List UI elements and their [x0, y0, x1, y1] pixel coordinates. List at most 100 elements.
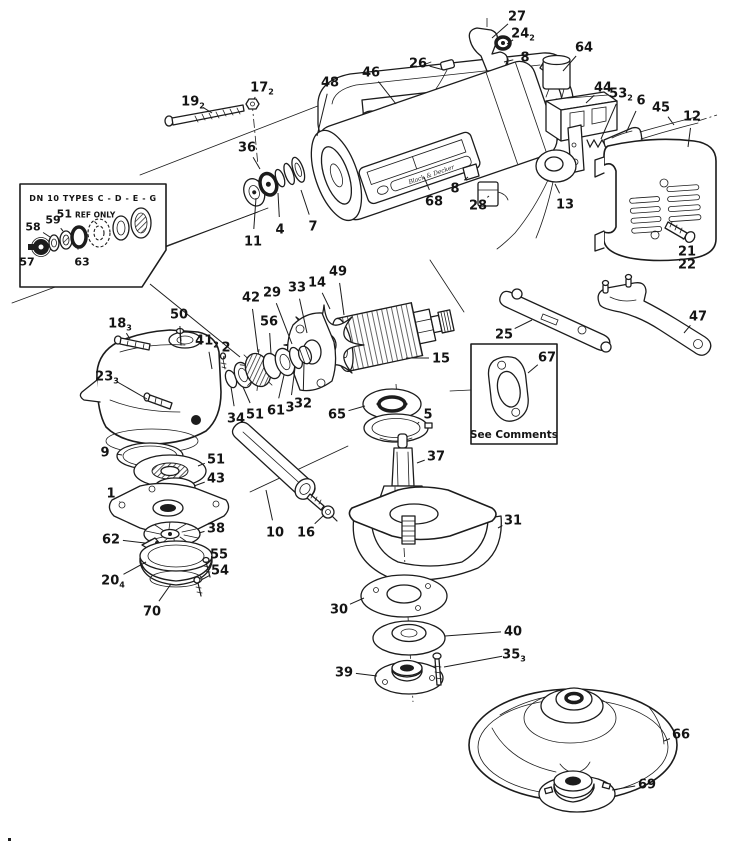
part-number-29: 29	[263, 286, 281, 301]
inset-ring-a	[112, 215, 130, 241]
leader-line-56	[269, 332, 272, 355]
part-number-412: 412	[195, 334, 219, 350]
inset-ring-58	[48, 234, 60, 252]
part-number-56: 56	[260, 315, 278, 330]
part-number-59: 59	[45, 214, 60, 227]
part-number-33: 33	[288, 281, 306, 296]
part-number-15: 15	[432, 352, 450, 367]
part-number-36: 36	[238, 141, 256, 156]
bolt-16	[321, 505, 338, 522]
leader-line-34	[230, 386, 235, 407]
part-number-8: 8	[450, 182, 459, 197]
part-number-6: 6	[636, 94, 645, 109]
part-number-353: 353	[502, 648, 526, 664]
part-number-10: 10	[266, 526, 284, 541]
leader-line-183	[125, 332, 131, 340]
part-number-31: 31	[504, 514, 522, 529]
part-number-28: 28	[469, 199, 487, 214]
leader-line-29	[275, 303, 293, 345]
leader-line-46	[378, 81, 397, 105]
leader-line-48	[316, 93, 328, 137]
leader-line-36	[252, 157, 261, 170]
part-number-55: 55	[210, 548, 228, 563]
cable-45	[639, 116, 697, 133]
part-number-64: 64	[575, 41, 593, 56]
leader-line-67	[527, 364, 539, 374]
leader-line-61	[278, 374, 285, 399]
leader-line-412	[208, 351, 213, 370]
part-number-242: 242	[511, 27, 535, 43]
leader-line-39	[355, 672, 378, 677]
brush-holder-28	[462, 163, 509, 207]
inset-gear-57	[28, 237, 51, 257]
part-number-1: 1	[106, 487, 115, 502]
leader-line-9	[116, 453, 123, 456]
screw-54	[193, 576, 203, 597]
leader-line-5	[416, 421, 420, 425]
leader-line-65	[348, 405, 366, 412]
comments-box: See Comments	[470, 343, 558, 445]
part-number-34: 34	[227, 412, 245, 427]
nut-17	[245, 98, 260, 110]
backing-pad-66	[468, 687, 678, 802]
artifact-dot	[8, 838, 11, 841]
rotor-end-parts	[243, 156, 306, 207]
leader-line-47	[683, 324, 691, 334]
part-number-50: 50	[170, 308, 188, 323]
leader-line-14	[321, 292, 331, 310]
leader-line-233	[117, 381, 148, 400]
washer-4	[274, 168, 286, 188]
leader-line-38	[198, 530, 205, 534]
inset-ring-63	[70, 225, 88, 249]
screw-19	[164, 104, 245, 127]
field-grommet-13	[496, 149, 577, 250]
part-number-233: 233	[95, 370, 119, 386]
part-number-204: 204	[101, 574, 125, 590]
leader-line-51	[242, 386, 251, 404]
comments-label: See Comments	[470, 429, 558, 441]
part-number-66: 66	[672, 728, 690, 743]
bearing-plate-33	[286, 312, 337, 392]
guard-31	[348, 486, 502, 581]
part-number-38: 38	[207, 522, 225, 537]
part-number-63: 63	[74, 256, 89, 269]
leader-line-3	[291, 367, 296, 396]
leader-line-40	[444, 631, 502, 637]
leader-line-2	[222, 355, 225, 359]
leader-line-62	[122, 539, 146, 544]
capacitor-64	[542, 54, 571, 98]
leader-line-58	[42, 232, 51, 238]
leader-line-63	[76, 245, 79, 250]
leader-line-10	[265, 489, 273, 521]
leader-line-192	[202, 106, 213, 114]
inset-heading: DN 10 TYPES C - D - E - G	[29, 194, 156, 203]
leader-line-27	[491, 23, 509, 39]
leader-line-4	[277, 192, 280, 218]
leader-line-30	[349, 597, 365, 605]
gear-housing	[79, 327, 222, 454]
leader-line-11	[253, 197, 257, 230]
screw-23	[143, 392, 173, 410]
leader-line-8	[503, 59, 514, 63]
part-number-26: 26	[409, 57, 427, 72]
part-number-172: 172	[250, 81, 274, 97]
part-number-5: 5	[423, 408, 432, 423]
leader-line-16	[314, 514, 325, 525]
leader-line-70	[158, 583, 172, 602]
handle-stud	[306, 493, 325, 511]
wrench-25	[499, 288, 612, 353]
gear-washer-stack	[194, 345, 313, 391]
part-number-48: 48	[321, 76, 339, 91]
screw-35	[432, 652, 443, 686]
inset-ring-59	[59, 230, 73, 250]
leader-line-51	[197, 462, 205, 467]
leader-line-204	[123, 561, 147, 575]
part-number-40: 40	[504, 625, 522, 640]
part-number-30: 30	[330, 603, 348, 618]
part-number-183: 183	[108, 317, 132, 333]
part-number-58: 58	[25, 221, 40, 234]
part-number-61: 61	[267, 404, 285, 419]
